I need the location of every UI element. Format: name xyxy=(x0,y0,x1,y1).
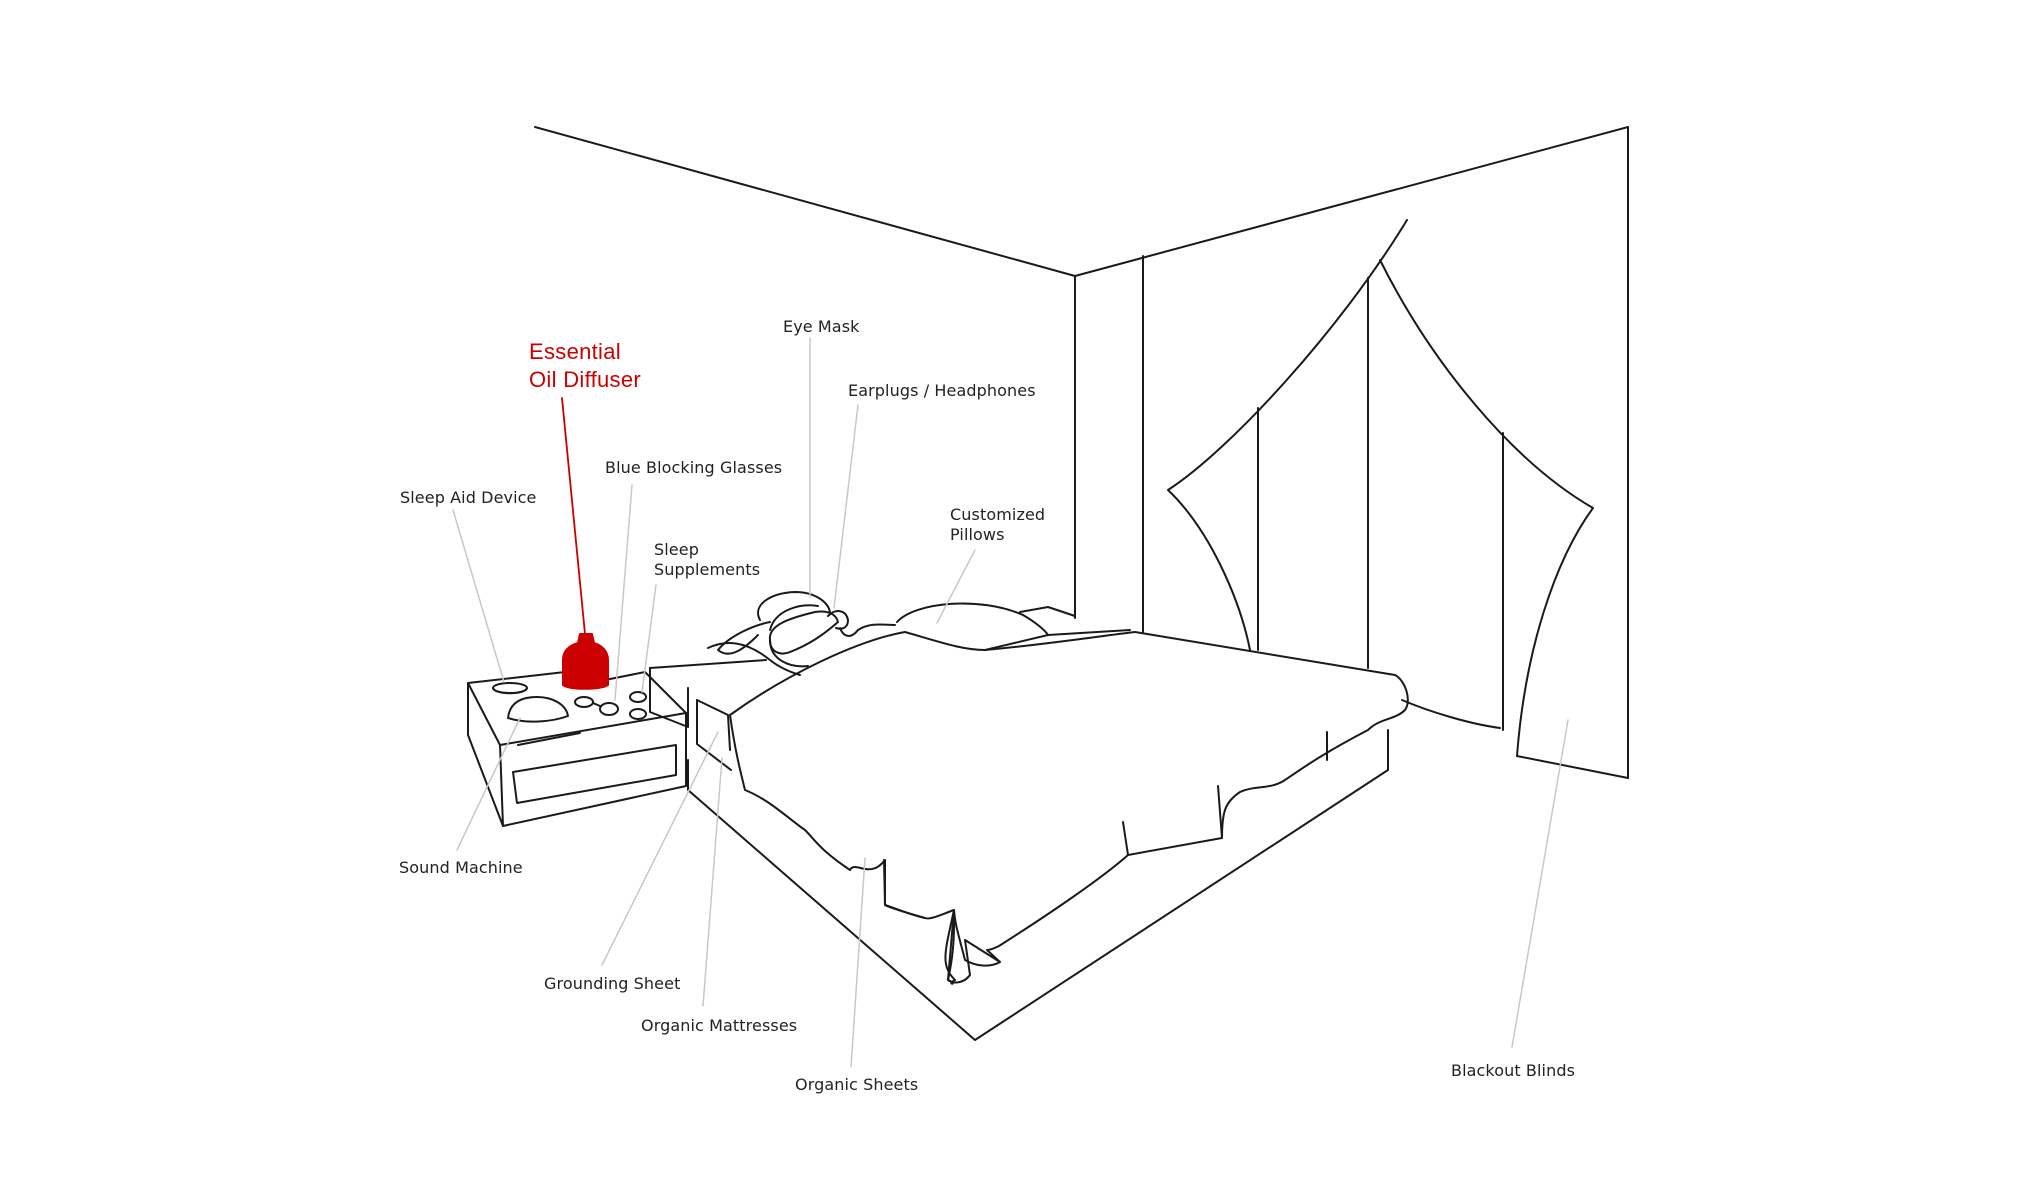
diffuser-icon xyxy=(563,634,608,689)
eye-mask-label: Eye Mask xyxy=(783,317,860,337)
sound-machine-label: Sound Machine xyxy=(399,858,523,878)
room-walls xyxy=(535,127,1628,778)
blackout-blinds xyxy=(1168,220,1593,756)
leader-lines xyxy=(453,338,1568,1067)
customized-pillows-label: Customized Pillows xyxy=(950,505,1045,545)
sleeper-head xyxy=(758,592,895,666)
diffuser-leader xyxy=(562,398,585,634)
nightstand xyxy=(468,672,686,826)
bed xyxy=(650,603,1408,1040)
blue-blocking-glasses-label: Blue Blocking Glasses xyxy=(605,458,782,478)
grounding-sheet-label: Grounding Sheet xyxy=(544,974,680,994)
sleep-supplements-label: Sleep Supplements xyxy=(654,540,760,580)
blackout-blinds-label: Blackout Blinds xyxy=(1451,1061,1575,1081)
sleep-aid-device-label: Sleep Aid Device xyxy=(400,488,536,508)
essential-oil-diffuser-label: Essential Oil Diffuser xyxy=(529,338,641,394)
organic-sheets-label: Organic Sheets xyxy=(795,1075,918,1095)
organic-mattresses-label: Organic Mattresses xyxy=(641,1016,797,1036)
earplugs-headphones-label: Earplugs / Headphones xyxy=(848,381,1036,401)
